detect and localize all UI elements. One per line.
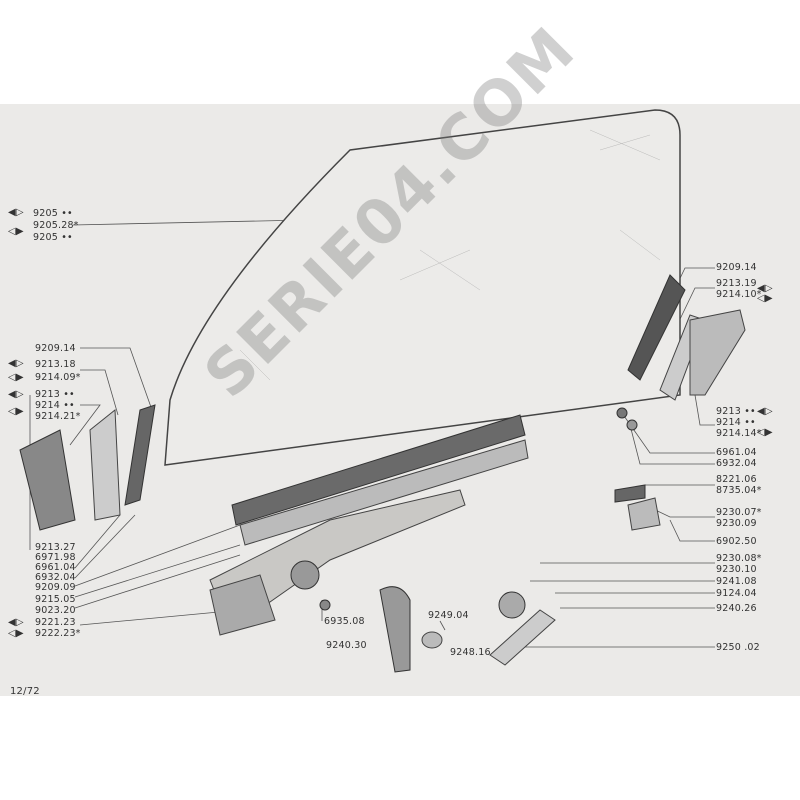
left-right-arrow-icon: ◁▶ [8,372,24,383]
part-label: 9205 •• [33,232,73,243]
leader-line [69,404,101,446]
part-label: 9205.28* [33,220,79,231]
part-label: 9213.27 [35,542,76,553]
leader-line [72,219,306,226]
part-label: 9209.09 [35,582,76,593]
left-right-arrow-icon: ◀▷ [8,617,24,628]
regulator-gear-plate [209,574,276,636]
crank-handle-9240-26 [489,609,556,666]
window-crank-handle [379,586,411,673]
leader-line [80,347,153,411]
glass-channel [231,414,526,526]
part-label: 9240.26 [716,603,757,614]
part-label: 9250 .02 [716,642,760,653]
part-label: 9221.23 [35,617,76,628]
part-label: 9214.21* [35,411,81,422]
left-right-arrow-icon: ◀▷ [8,358,24,369]
part-label: 9023.20 [35,605,76,616]
part-label: 6932.04 [716,458,757,469]
part-label: 9209.14 [35,343,76,354]
knob-9248-16 [421,631,443,649]
part-label: 6971.98 [35,552,76,563]
escutcheon [498,591,526,619]
part-label: 9124.04 [716,588,757,599]
left-right-arrow-icon: ◁▶ [757,293,773,304]
part-label: 9213 •• [716,406,756,417]
part-label: 9230.10 [716,564,757,575]
part-label: 9214 •• [716,417,756,428]
part-label: 9248.16 [450,647,491,658]
part-label: 6932.04 [35,572,76,583]
regulator-spring [290,560,320,590]
left-right-arrow-icon: ◁▶ [8,628,24,639]
part-label: 8735.04* [716,485,762,496]
part-label: 9209.14 [716,262,757,273]
part-label: 6961.04 [35,562,76,573]
part-label: 9240.30 [326,640,367,651]
channel-9213-right [689,309,746,396]
leader-line [80,369,119,416]
part-label: 9213.18 [35,359,76,370]
left-right-arrow-icon: ◀▷ [757,283,773,294]
left-right-arrow-icon: ◁▶ [8,226,24,237]
door-glass [164,109,681,466]
part-label: 9214.10* [716,289,762,300]
part-label: 9230.09 [716,518,757,529]
part-label: 9230.07* [716,507,762,518]
left-right-arrow-icon: ◁▶ [757,427,773,438]
part-label: 9222.23* [35,628,81,639]
part-label: 9249.04 [428,610,469,621]
part-label: 9205 •• [33,208,73,219]
part-label: 9213.19 [716,278,757,289]
part-label: 9215.05 [35,594,76,605]
part-label: 9230.08* [716,553,762,564]
part-label: 9214.14* [716,428,762,439]
part-label: 8221.06 [716,474,757,485]
left-right-arrow-icon: ◀▷ [8,207,24,218]
bracket-9230 [627,497,661,531]
clip-8221 [614,484,646,503]
channel-9213-18 [89,408,121,521]
left-right-arrow-icon: ◁▶ [8,406,24,417]
part-label: 6902.50 [716,536,757,547]
part-label: 9213 •• [35,389,75,400]
part-label: 9241.08 [716,576,757,587]
run-channel-front [19,429,76,531]
part-label: 9214 •• [35,400,75,411]
left-right-arrow-icon: ◀▷ [8,389,24,400]
weatherstrip-9209-14 [124,404,156,506]
weatherstrip-right [627,274,686,381]
lift-channel [239,439,529,546]
part-label: 6935.08 [324,616,365,627]
part-label: 9214.09* [35,372,81,383]
page-number: 12/72 [10,686,40,697]
left-right-arrow-icon: ◀▷ [757,406,773,417]
part-label: 6961.04 [716,447,757,458]
